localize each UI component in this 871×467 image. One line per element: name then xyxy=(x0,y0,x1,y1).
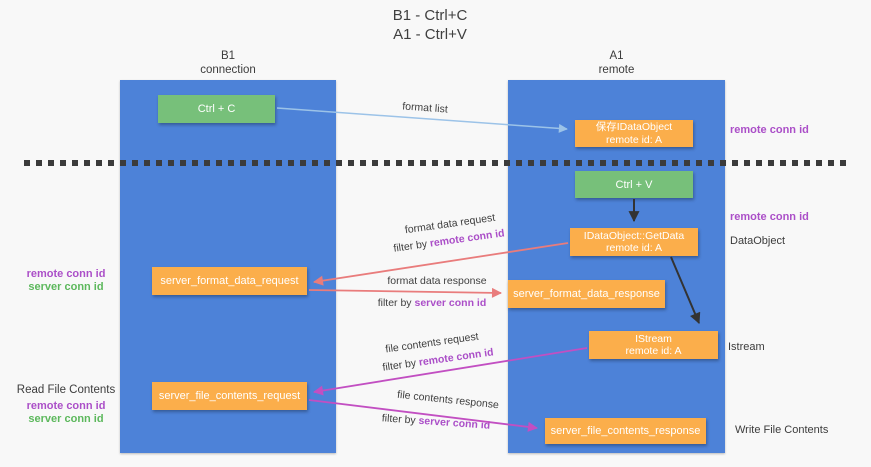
server-file-contents-response-label: server_file_contents_response xyxy=(550,425,701,437)
title-line-2: A1 - Ctrl+V xyxy=(393,26,467,43)
server-conn-id-text: server conn id xyxy=(414,297,487,309)
server-conn-id-text: server conn id xyxy=(418,414,491,432)
format-data-response-text: format data response xyxy=(387,275,487,287)
server-file-contents-request-label: server_file_contents_request xyxy=(158,390,301,402)
remote-conn-id-annotation-top: remote conn id xyxy=(730,124,809,136)
filter-by-server-conn-id-label-2: filter by server conn id xyxy=(336,409,536,435)
idataobject-getdata-box: IDataObject::GetData remote id: A xyxy=(570,228,698,256)
format-list-text: format list xyxy=(401,100,449,116)
server-conn-id-annotation-left-2: server conn id xyxy=(28,413,104,425)
server-format-data-response-label: server_format_data_response xyxy=(513,288,660,300)
save-idataobject-line2: remote id: A xyxy=(605,133,663,146)
filter-by-text: filter by xyxy=(392,237,431,255)
lane-a1-name: A1 xyxy=(609,50,624,62)
read-file-contents-annotation: Read File Contents xyxy=(16,384,116,396)
remote-conn-id-annotation-left-1: remote conn id xyxy=(26,268,106,280)
istream-annotation: Istream xyxy=(728,341,765,353)
server-conn-id-annotation-left-1: server conn id xyxy=(28,281,104,293)
save-idataobject-box: 保存IDataObject remote id: A xyxy=(575,120,693,147)
server-format-data-response-box: server_format_data_response xyxy=(508,280,665,308)
ctrl-c-box: Ctrl + C xyxy=(158,95,275,123)
dataobject-annotation: DataObject xyxy=(730,235,786,247)
remote-conn-id-text: remote conn id xyxy=(418,346,495,369)
lane-a1-role: remote xyxy=(598,63,635,76)
save-idataobject-line1: 保存IDataObject xyxy=(595,121,673,133)
istream-box: IStream remote id: A xyxy=(589,331,718,359)
lane-header-a1: A1 remote xyxy=(508,50,725,77)
filter-by-text: filter by xyxy=(377,297,415,309)
format-data-response-label: format data response xyxy=(337,275,537,287)
server-file-contents-response-box: server_file_contents_response xyxy=(545,418,706,444)
ctrl-c-label: Ctrl + C xyxy=(197,103,236,115)
format-data-response-arrow xyxy=(308,287,502,298)
remote-conn-id-annotation-mid: remote conn id xyxy=(730,211,809,223)
conn-id-stack-format: remote conn id server conn id xyxy=(10,268,122,294)
getdata-line1: IDataObject::GetData xyxy=(583,229,685,242)
istream-line2: remote id: A xyxy=(625,345,682,357)
diagram-title: B1 - Ctrl+C A1 - Ctrl+V xyxy=(300,6,560,44)
ctrl-v-label: Ctrl + V xyxy=(615,178,653,191)
filter-by-server-conn-id-label-1: filter by server conn id xyxy=(332,297,532,309)
getdata-line2: remote id: A xyxy=(605,242,663,254)
server-format-data-request-box: server_format_data_request xyxy=(152,267,307,295)
filter-by-text: filter by xyxy=(381,412,419,427)
format-list-label: format list xyxy=(325,95,525,121)
remote-conn-id-annotation-left-2: remote conn id xyxy=(26,400,106,412)
write-file-contents-annotation: Write File Contents xyxy=(735,424,829,436)
phase-separator-dashed-line xyxy=(24,160,848,166)
filter-by-text: filter by xyxy=(381,356,420,374)
title-line-1: B1 - Ctrl+C xyxy=(392,7,468,24)
istream-line1: IStream xyxy=(635,332,672,345)
server-file-contents-request-box: server_file_contents_request xyxy=(152,382,307,410)
lane-b1-name: B1 xyxy=(220,50,236,62)
ctrl-v-box: Ctrl + V xyxy=(575,171,693,198)
conn-id-stack-file: Read File Contents remote conn id server… xyxy=(10,384,122,426)
lane-b1-role: connection xyxy=(200,63,256,76)
server-format-data-request-label: server_format_data_request xyxy=(160,275,299,287)
lane-header-b1: B1 connection xyxy=(120,50,336,77)
file-contents-response-text: file contents response xyxy=(396,388,500,412)
